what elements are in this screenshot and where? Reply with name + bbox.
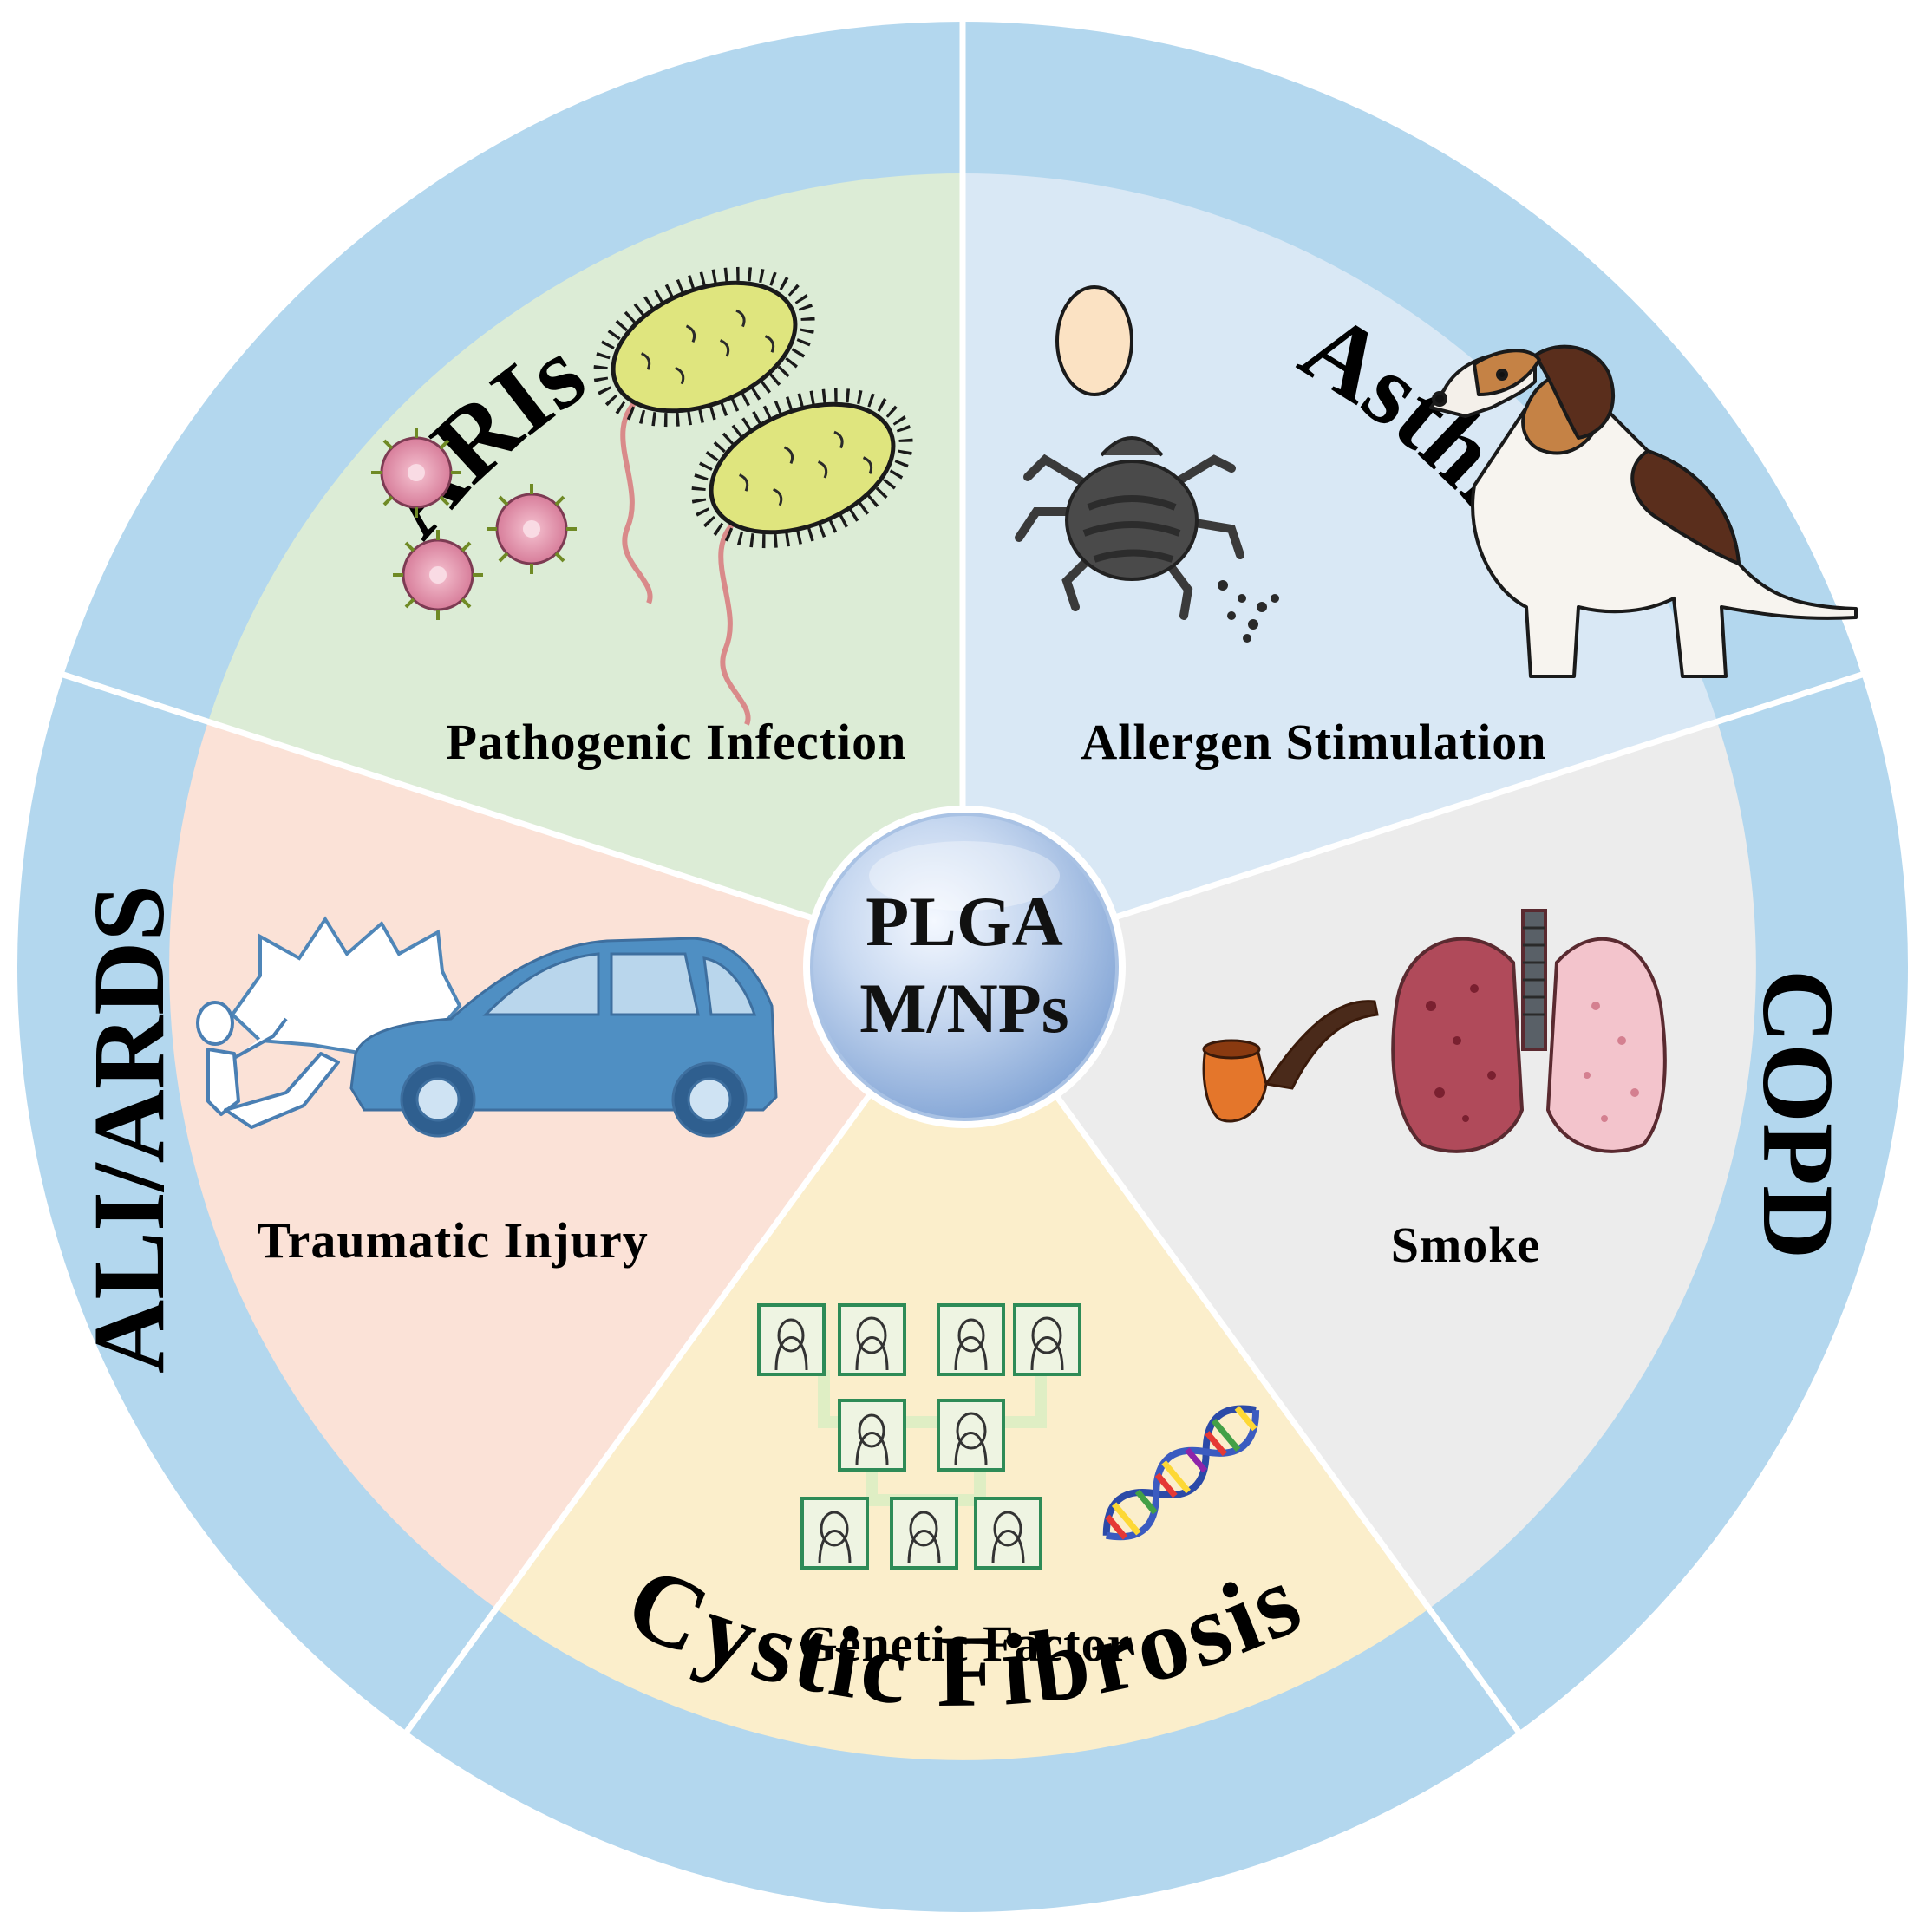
- center-label-mnps: M/NPs: [859, 969, 1068, 1048]
- sector-smoke: [963, 721, 1756, 1609]
- sector-pathogenic-infection: [208, 173, 963, 967]
- pipe-icon: [1202, 1000, 1379, 1123]
- label-smoke: Smoke: [1391, 1217, 1541, 1273]
- car-icon: [349, 937, 778, 1138]
- ring-label-copd: COPD: [1741, 969, 1855, 1259]
- impact-burst-icon: [230, 916, 462, 1056]
- lungs-icon: [1391, 909, 1667, 1153]
- family-tree-icon: [757, 1303, 1081, 1570]
- virus-icon: [371, 428, 577, 620]
- label-allergen-stimulation: Allergen Stimulation: [1081, 714, 1546, 770]
- label-traumatic-injury: Traumatic Injury: [257, 1212, 649, 1269]
- center-label-plga: PLGA: [866, 882, 1063, 961]
- center-bubble: [803, 806, 1126, 1128]
- label-pathogenic-infection: Pathogenic Infection: [447, 714, 907, 770]
- dust-mite-icon: [1015, 436, 1279, 643]
- label-genetic-factor: Genetic Factor: [799, 1615, 1131, 1672]
- dog-icon: [1429, 344, 1858, 678]
- dna-helix-icon: [1102, 1405, 1260, 1541]
- ring-label-ali-ards: ALI/ARDS: [72, 884, 186, 1374]
- sector-allergen-stimulation: [963, 173, 1717, 967]
- injured-person-icon: [196, 1001, 340, 1129]
- egg-icon: [1055, 285, 1133, 396]
